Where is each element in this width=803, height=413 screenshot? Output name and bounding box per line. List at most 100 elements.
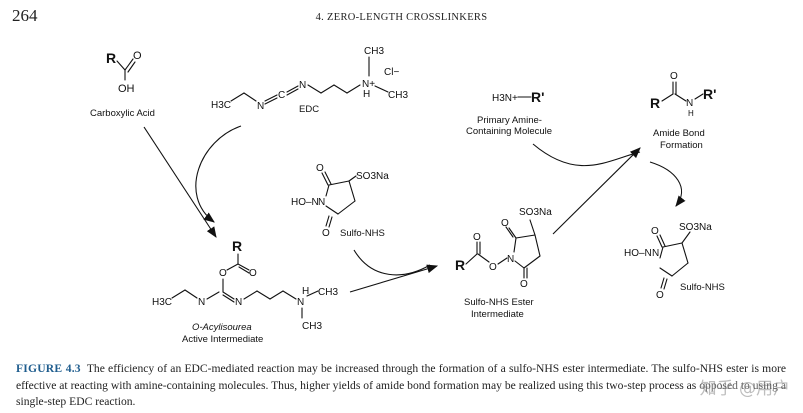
label-acylisourea-line1: O-Acylisourea (192, 322, 252, 333)
bond (116, 60, 126, 71)
bond (515, 234, 536, 239)
bond (238, 266, 250, 274)
bond (243, 92, 257, 102)
bond (348, 180, 356, 202)
bond (328, 216, 333, 228)
atom-n: N (235, 297, 242, 308)
atom-so3na: SO3Na (356, 171, 389, 182)
bond (681, 242, 689, 264)
atom-ho-n: HO–N (291, 197, 319, 208)
atom-oh: OH (118, 83, 135, 95)
atom-n: N (297, 297, 304, 308)
atom-r: R (650, 95, 660, 111)
atom-o: O (656, 290, 664, 301)
watermark: 知乎 @用户 (696, 374, 793, 399)
bond (124, 58, 134, 71)
atom-r: R (106, 50, 116, 66)
bond (529, 219, 536, 236)
bond (534, 234, 541, 257)
bond (694, 93, 704, 100)
atom-so3na: SO3Na (679, 222, 712, 233)
bond (222, 294, 235, 303)
atom-h: H (688, 109, 694, 118)
bond (663, 278, 668, 290)
bond (333, 84, 348, 94)
atom-o: O (501, 218, 509, 229)
bond (264, 97, 278, 105)
bond (206, 291, 220, 300)
bond (465, 253, 478, 265)
atom-o: O (473, 232, 481, 243)
arrow-ester-to-amide (552, 147, 641, 235)
bond (661, 93, 674, 102)
bond (477, 253, 490, 263)
arrow-amine-curve (532, 143, 641, 167)
bond (324, 171, 332, 185)
atom-h3n-plus: H3N+ (492, 93, 518, 104)
atom-n: N (257, 101, 264, 112)
atom-n: N (299, 80, 306, 91)
label-amine-line1: Primary Amine- (477, 115, 542, 126)
bond (508, 227, 517, 239)
bond (286, 85, 299, 93)
running-head: 4. ZERO-LENGTH CROSSLINKERS (315, 12, 488, 23)
bond (325, 215, 330, 227)
atom-o: O (249, 268, 257, 279)
atom-o: O (316, 163, 324, 174)
carboxylic-acid-structure: R O OH Carboxylic Acid (90, 50, 155, 119)
atom-ch3: CH3 (388, 90, 408, 101)
label-acylisourea-line2: Active Intermediate (182, 334, 263, 345)
amide-product-structure: R O N H R' Amide Bond Formation (650, 71, 716, 151)
figure-label: FIGURE 4.3 (16, 362, 81, 375)
arrow-release-sulfo-nhs (649, 161, 686, 207)
bond (171, 289, 186, 299)
atom-ho-n: HO–N (624, 248, 652, 259)
atom-o: O (219, 268, 227, 279)
bond (659, 246, 664, 259)
atom-r-prime: R' (703, 86, 716, 102)
atom-n: N (507, 254, 514, 265)
atom-h: H (363, 89, 370, 100)
sulfo-nhs-reagent-structure: O N HO–N SO3Na O Sulfo-NHS (291, 163, 389, 239)
bond (307, 84, 322, 94)
atom-o: O (651, 226, 659, 237)
reaction-scheme: R O OH Carboxylic Acid H3C N C N N+ (90, 46, 725, 345)
bond (230, 92, 245, 102)
bond (348, 175, 357, 182)
bond (256, 290, 271, 300)
arrow-intermediate-to-ester (349, 264, 439, 293)
bond (514, 260, 525, 269)
bond (282, 290, 297, 300)
bond (346, 84, 361, 94)
bond (337, 200, 356, 215)
primary-amine-structure: H3N+ R' Primary Amine- Containing Molecu… (466, 89, 552, 137)
atom-o: O (133, 50, 142, 62)
bond (264, 94, 278, 102)
bond (328, 180, 350, 186)
label-ester-line2: Intermediate (471, 309, 524, 320)
atom-so3na: SO3Na (519, 207, 552, 218)
atom-r: R (455, 257, 465, 273)
bond (659, 234, 666, 247)
bond (681, 231, 691, 244)
bond (237, 263, 250, 271)
bond (513, 237, 517, 253)
bond (659, 267, 673, 277)
bond (671, 262, 689, 277)
atom-o: O (670, 71, 678, 82)
bond (374, 85, 389, 93)
atom-o: O (489, 262, 497, 273)
bond (523, 255, 541, 269)
label-amide-line1: Amide Bond (653, 128, 705, 139)
atom-n: N (198, 297, 205, 308)
bond (320, 84, 335, 94)
bond (269, 290, 284, 300)
bond (674, 93, 687, 102)
bond (226, 263, 239, 271)
page-number: 264 (12, 6, 38, 25)
label-sulfo-nhs-product: Sulfo-NHS (680, 282, 725, 293)
label-edc: EDC (299, 104, 319, 115)
edc-structure: H3C N C N N+ CH3 Cl− H CH3 EDC (211, 46, 408, 115)
